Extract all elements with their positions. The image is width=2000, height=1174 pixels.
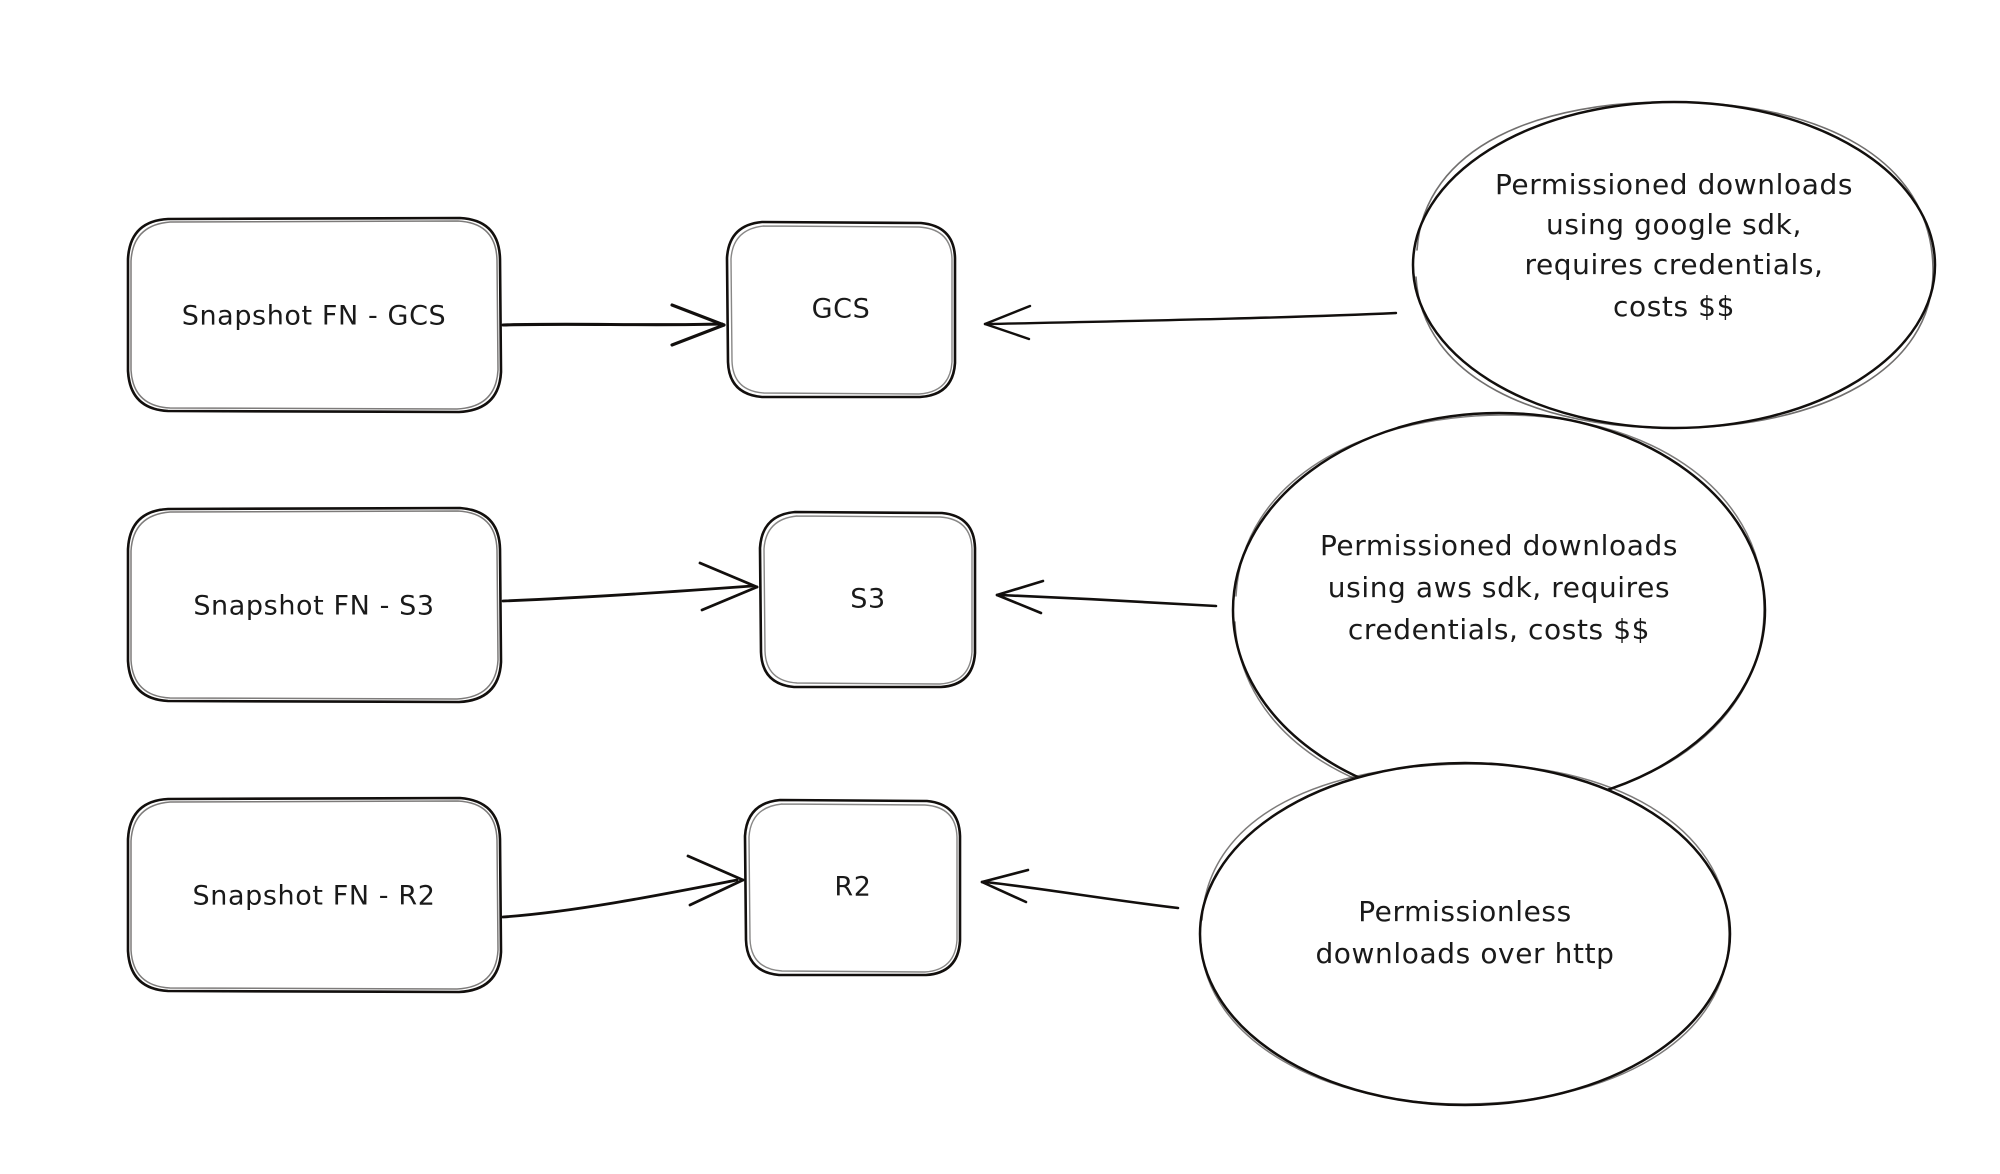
node-r2[interactable]: R2 [743, 798, 962, 977]
node-label-snapshot-fn-gcs: Snapshot FN - GCS [182, 301, 447, 332]
node-label-r2: R2 [834, 872, 871, 903]
arrow-note-r2-to-r2 [980, 868, 1180, 910]
note-r2[interactable]: Permissionless downloads over http [1198, 761, 1732, 1107]
node-s3[interactable]: S3 [758, 510, 977, 689]
note-s3-line-1: Permissioned downloads [1320, 529, 1678, 562]
note-s3-line-3: credentials, costs $$ [1348, 613, 1650, 646]
node-label-snapshot-fn-s3: Snapshot FN - S3 [193, 591, 434, 622]
note-r2-line-1: Permissionless [1358, 895, 1572, 928]
arrow-fn-r2-to-r2 [501, 854, 745, 919]
node-snapshot-fn-gcs[interactable]: Snapshot FN - GCS [126, 216, 503, 414]
note-s3-line-2: using aws sdk, requires [1328, 571, 1670, 604]
node-snapshot-fn-s3[interactable]: Snapshot FN - S3 [126, 506, 503, 704]
arrow-note-s3-to-s3 [995, 579, 1218, 615]
note-r2-line-2: downloads over http [1315, 937, 1614, 970]
node-label-gcs: GCS [812, 294, 871, 325]
arrow-fn-gcs-to-gcs [501, 303, 726, 347]
node-gcs[interactable]: GCS [725, 220, 957, 399]
node-label-snapshot-fn-r2: Snapshot FN - R2 [193, 881, 436, 912]
note-gcs[interactable]: Permissioned downloads using google sdk,… [1411, 100, 1937, 430]
note-gcs-line-1: Permissioned downloads [1495, 168, 1853, 201]
node-snapshot-fn-r2[interactable]: Snapshot FN - R2 [126, 796, 503, 994]
arrow-note-gcs-to-gcs [983, 304, 1398, 341]
note-gcs-line-3: requires credentials, [1524, 248, 1823, 281]
note-gcs-line-2: using google sdk, [1546, 208, 1802, 241]
node-label-s3: S3 [850, 584, 886, 615]
note-gcs-line-4: costs $$ [1613, 290, 1735, 323]
arrow-fn-s3-to-s3 [501, 561, 759, 612]
note-s3[interactable]: Permissioned downloads using aws sdk, re… [1231, 411, 1767, 809]
